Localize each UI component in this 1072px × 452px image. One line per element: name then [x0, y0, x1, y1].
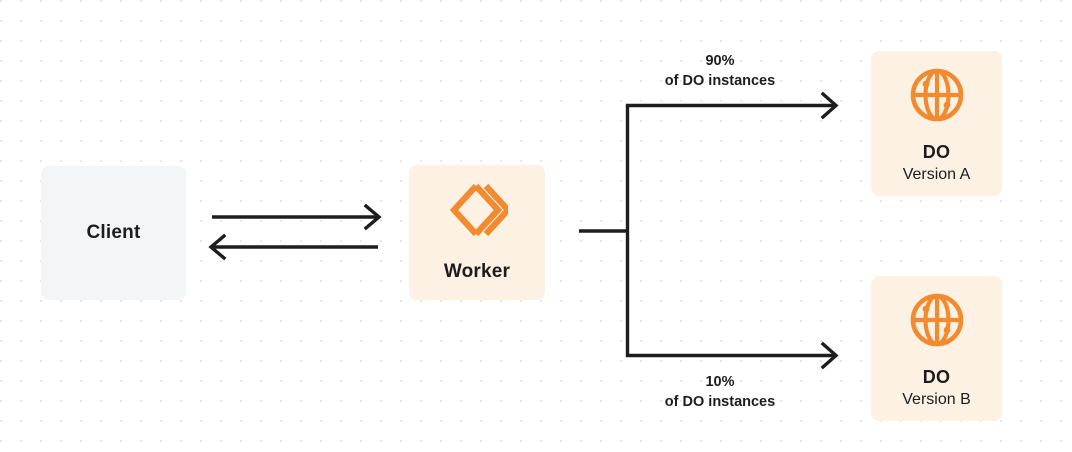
do-b-label: DO	[922, 367, 951, 388]
edge-client-to-worker	[212, 203, 382, 231]
globe-icon	[909, 67, 965, 128]
do-a-version: Version A	[902, 165, 971, 183]
edge-label-do-a: 90% of DO instances	[630, 52, 810, 91]
edge-label-do-b-percent: 10%	[705, 374, 735, 390]
do-b-version: Version B	[902, 390, 971, 408]
globe-icon	[909, 292, 965, 353]
node-do-version-b[interactable]: DO Version B	[871, 276, 1002, 421]
edge-branch-to-do-b	[626, 341, 839, 370]
edge-label-do-a-description: of DO instances	[664, 72, 776, 89]
edge-label-do-b: 10% of DO instances	[630, 373, 810, 412]
cloudflare-workers-icon	[446, 182, 513, 243]
do-a-label: DO	[922, 142, 951, 163]
node-worker[interactable]: Worker	[409, 165, 545, 300]
worker-label: Worker	[443, 261, 511, 282]
edge-label-do-b-description: of DO instances	[664, 393, 776, 410]
node-client[interactable]: Client	[41, 166, 186, 300]
node-do-version-a[interactable]: DO Version A	[871, 51, 1002, 196]
client-label: Client	[86, 222, 141, 243]
edge-worker-to-client	[208, 233, 378, 261]
edge-branch-to-do-a	[626, 91, 839, 120]
edge-label-do-a-percent: 90%	[705, 53, 735, 69]
